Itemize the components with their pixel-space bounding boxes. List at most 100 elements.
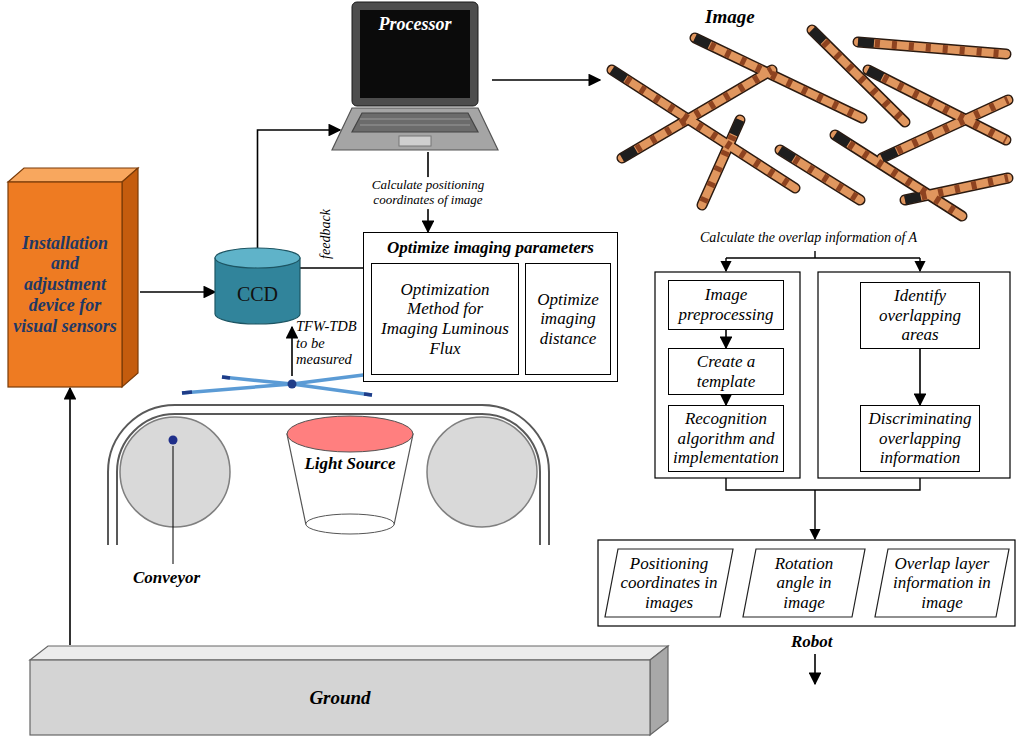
connector-arrow [919, 349, 921, 405]
connector-arrow [725, 330, 727, 348]
node-text: Optimize imaging distance [531, 290, 605, 349]
cone-outline [283, 414, 417, 536]
process-box: Discriminating overlapping information [860, 405, 980, 472]
wire [622, 70, 772, 158]
laptop-keyboard [352, 113, 478, 132]
node-text: Rotation angle in image [758, 554, 850, 613]
slab-front [30, 660, 650, 735]
part-label: Conveyor [133, 568, 200, 588]
wire [780, 150, 860, 200]
wire [882, 100, 1008, 158]
installation-device-box: Installation and adjustment device for v… [8, 182, 122, 387]
parallelogram [875, 549, 1009, 617]
connector-arrow [300, 267, 363, 269]
node-text: Optimize imaging parameters [370, 238, 611, 258]
wire [835, 135, 962, 216]
output-frame [598, 540, 1015, 626]
wire [882, 100, 1008, 158]
wire [868, 70, 1006, 140]
connector-arrow [725, 395, 727, 405]
slab-side [650, 646, 668, 735]
step-note: Calculate the overlap information of A [700, 230, 917, 246]
wire [780, 150, 860, 200]
conveyor-belt [117, 414, 540, 545]
node-text: Ground [38, 687, 642, 709]
keyboard-row [360, 125, 470, 126]
node-text: Light Source [303, 454, 397, 474]
wire [905, 178, 1008, 200]
ccd-camera: CCD [215, 248, 300, 324]
node-text: Processor [360, 14, 470, 35]
box-side-face [122, 168, 138, 387]
merge-arrow [814, 490, 815, 539]
wire [702, 120, 740, 205]
wire [868, 70, 1006, 140]
output-parallelogram: Rotation angle in image [742, 548, 866, 618]
wire [622, 70, 772, 158]
lamp-face [287, 416, 413, 452]
split-arrow [725, 258, 726, 271]
leader-dot [169, 436, 178, 445]
keyboard-row [360, 119, 470, 120]
conveyor-belt [108, 405, 549, 545]
wire [835, 135, 962, 216]
processor-laptop: Processor [330, 0, 500, 152]
output-parallelogram: Positioning coordinates in images [604, 548, 734, 618]
wire-body [612, 30, 1008, 216]
box-front-face [8, 182, 122, 387]
light-source-cone: Light Source [283, 414, 417, 536]
split-line [726, 257, 920, 258]
leader-dot [288, 380, 297, 389]
split-line [814, 251, 815, 258]
group-frame [655, 272, 800, 478]
wire-twist [612, 30, 1008, 216]
process-box: Recognition algorithm and implementation [668, 405, 784, 472]
wire [905, 178, 1008, 200]
wire [858, 42, 1006, 54]
image-title: Image [705, 6, 755, 28]
node-text: Positioning coordinates in images [620, 554, 718, 613]
process-box: Optimize imaging distance [525, 263, 611, 375]
wire [622, 70, 772, 158]
cylinder-top [215, 248, 300, 268]
edge-label: Calculate positioning coordinates of ima… [351, 177, 505, 209]
laptop-screen [360, 10, 470, 98]
wire [695, 38, 862, 118]
slab-top [30, 646, 668, 660]
cone-body [287, 434, 413, 524]
wire [612, 70, 795, 188]
edge-label: feedback [317, 207, 335, 261]
conveyor-roller [120, 417, 230, 527]
node-text: Recognition algorithm and implementation [673, 409, 779, 468]
node-text: Overlap layer information in image [890, 554, 994, 613]
split-arrow [919, 258, 920, 271]
flow-arrow [814, 654, 816, 684]
group-frame [818, 272, 1010, 478]
wire [858, 42, 1006, 54]
merge-bracket [726, 478, 920, 490]
node-text: Installation and adjustment device for v… [11, 233, 119, 336]
node-text: Identify overlapping areas [865, 286, 975, 345]
parameter-group-box: Optimize imaging parametersOptimization … [363, 232, 618, 382]
cone-base [306, 514, 394, 534]
wire [905, 178, 1008, 200]
connector-arrow [69, 388, 71, 645]
node-text: Create a template [673, 352, 779, 391]
object-label: TFW-TDB to be measured [296, 318, 360, 368]
wire-tip [612, 30, 1008, 216]
process-box: Image preprocessing [668, 280, 784, 330]
flow-arrow [492, 79, 600, 81]
parallelogram [605, 549, 733, 617]
process-box: Optimization Method for Imaging Luminous… [371, 263, 519, 375]
wire [612, 70, 795, 188]
node-text: Image preprocessing [673, 285, 779, 324]
wire-outline [612, 30, 1008, 216]
parallelogram [743, 549, 865, 617]
node-text: Discriminating overlapping information [865, 409, 975, 468]
output-parallelogram: Overlap layer information in image [874, 548, 1010, 618]
sample-wire [222, 377, 372, 395]
wire [622, 70, 772, 158]
laptop-bezel [352, 2, 478, 106]
box-top-face [8, 168, 138, 182]
